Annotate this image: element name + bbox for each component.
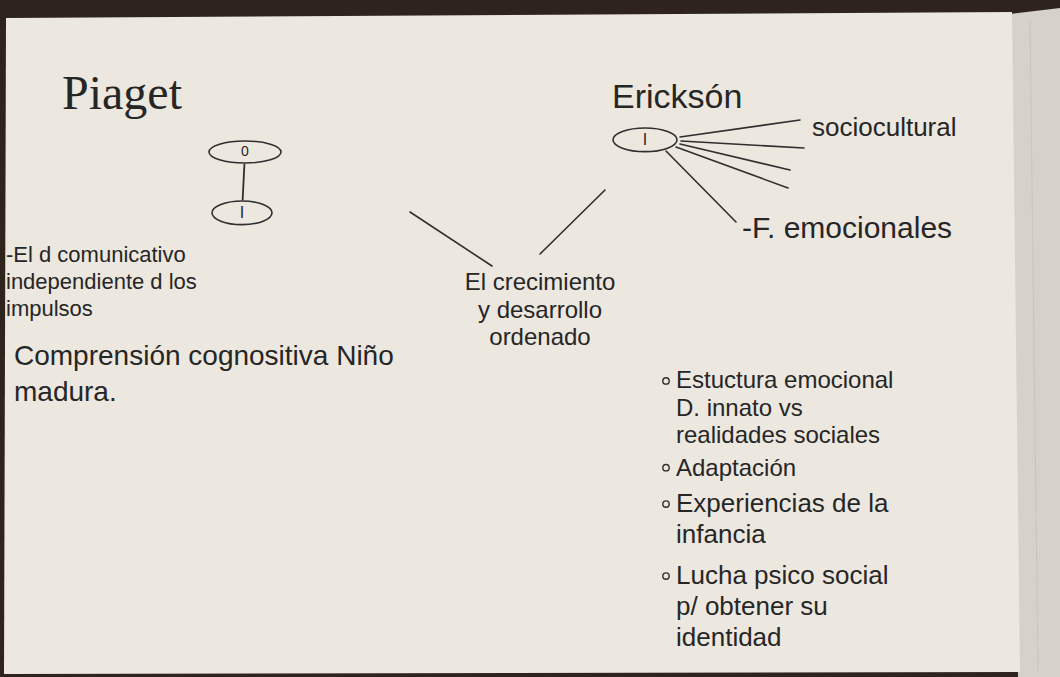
sheet-edge (1030, 20, 1038, 670)
handwritten-note: Comprensión cognositiva Niño madura. (14, 338, 414, 411)
ellipse-node: I (211, 200, 273, 226)
ellipse-node: I (612, 127, 678, 153)
handwritten-note: Experiencias de la infancia (676, 488, 976, 550)
leader-line (540, 190, 605, 254)
paper (4, 12, 1020, 674)
ellipse-shape (212, 201, 272, 225)
bullet-mark (663, 378, 669, 384)
bullet-mark (663, 464, 669, 470)
node-text: 0 (241, 144, 249, 159)
leader-line (680, 120, 800, 137)
leader-line (676, 147, 788, 188)
leader-line (410, 212, 492, 266)
author-heading: Ericksón (612, 76, 742, 117)
leader-line (681, 141, 804, 148)
bullet-mark (663, 501, 669, 507)
handwritten-note: sociocultural (812, 112, 957, 144)
node-text: I (240, 204, 244, 222)
handwritten-note: -F. emocionales (742, 210, 952, 247)
handwritten-note: Lucha psico social p/ obtener su identid… (676, 560, 911, 654)
handwritten-note: Estuctura emocional D. innato vs realida… (676, 366, 916, 449)
bullet-mark (663, 573, 669, 579)
leader-line (680, 144, 790, 170)
leader-line (666, 151, 736, 222)
ellipse-shape (613, 128, 677, 152)
node-text: I (643, 131, 647, 149)
handwritten-note: -El d comunicativo independiente d los i… (6, 242, 266, 322)
handwritten-note: Adaptación (676, 453, 796, 482)
connector-line (243, 164, 245, 200)
ellipse-node: 0 (208, 140, 282, 164)
author-heading: Piaget (62, 64, 182, 123)
ellipse-shape (209, 141, 281, 163)
handwritten-note: El crecimiento y desarrollo ordenado (459, 268, 621, 351)
